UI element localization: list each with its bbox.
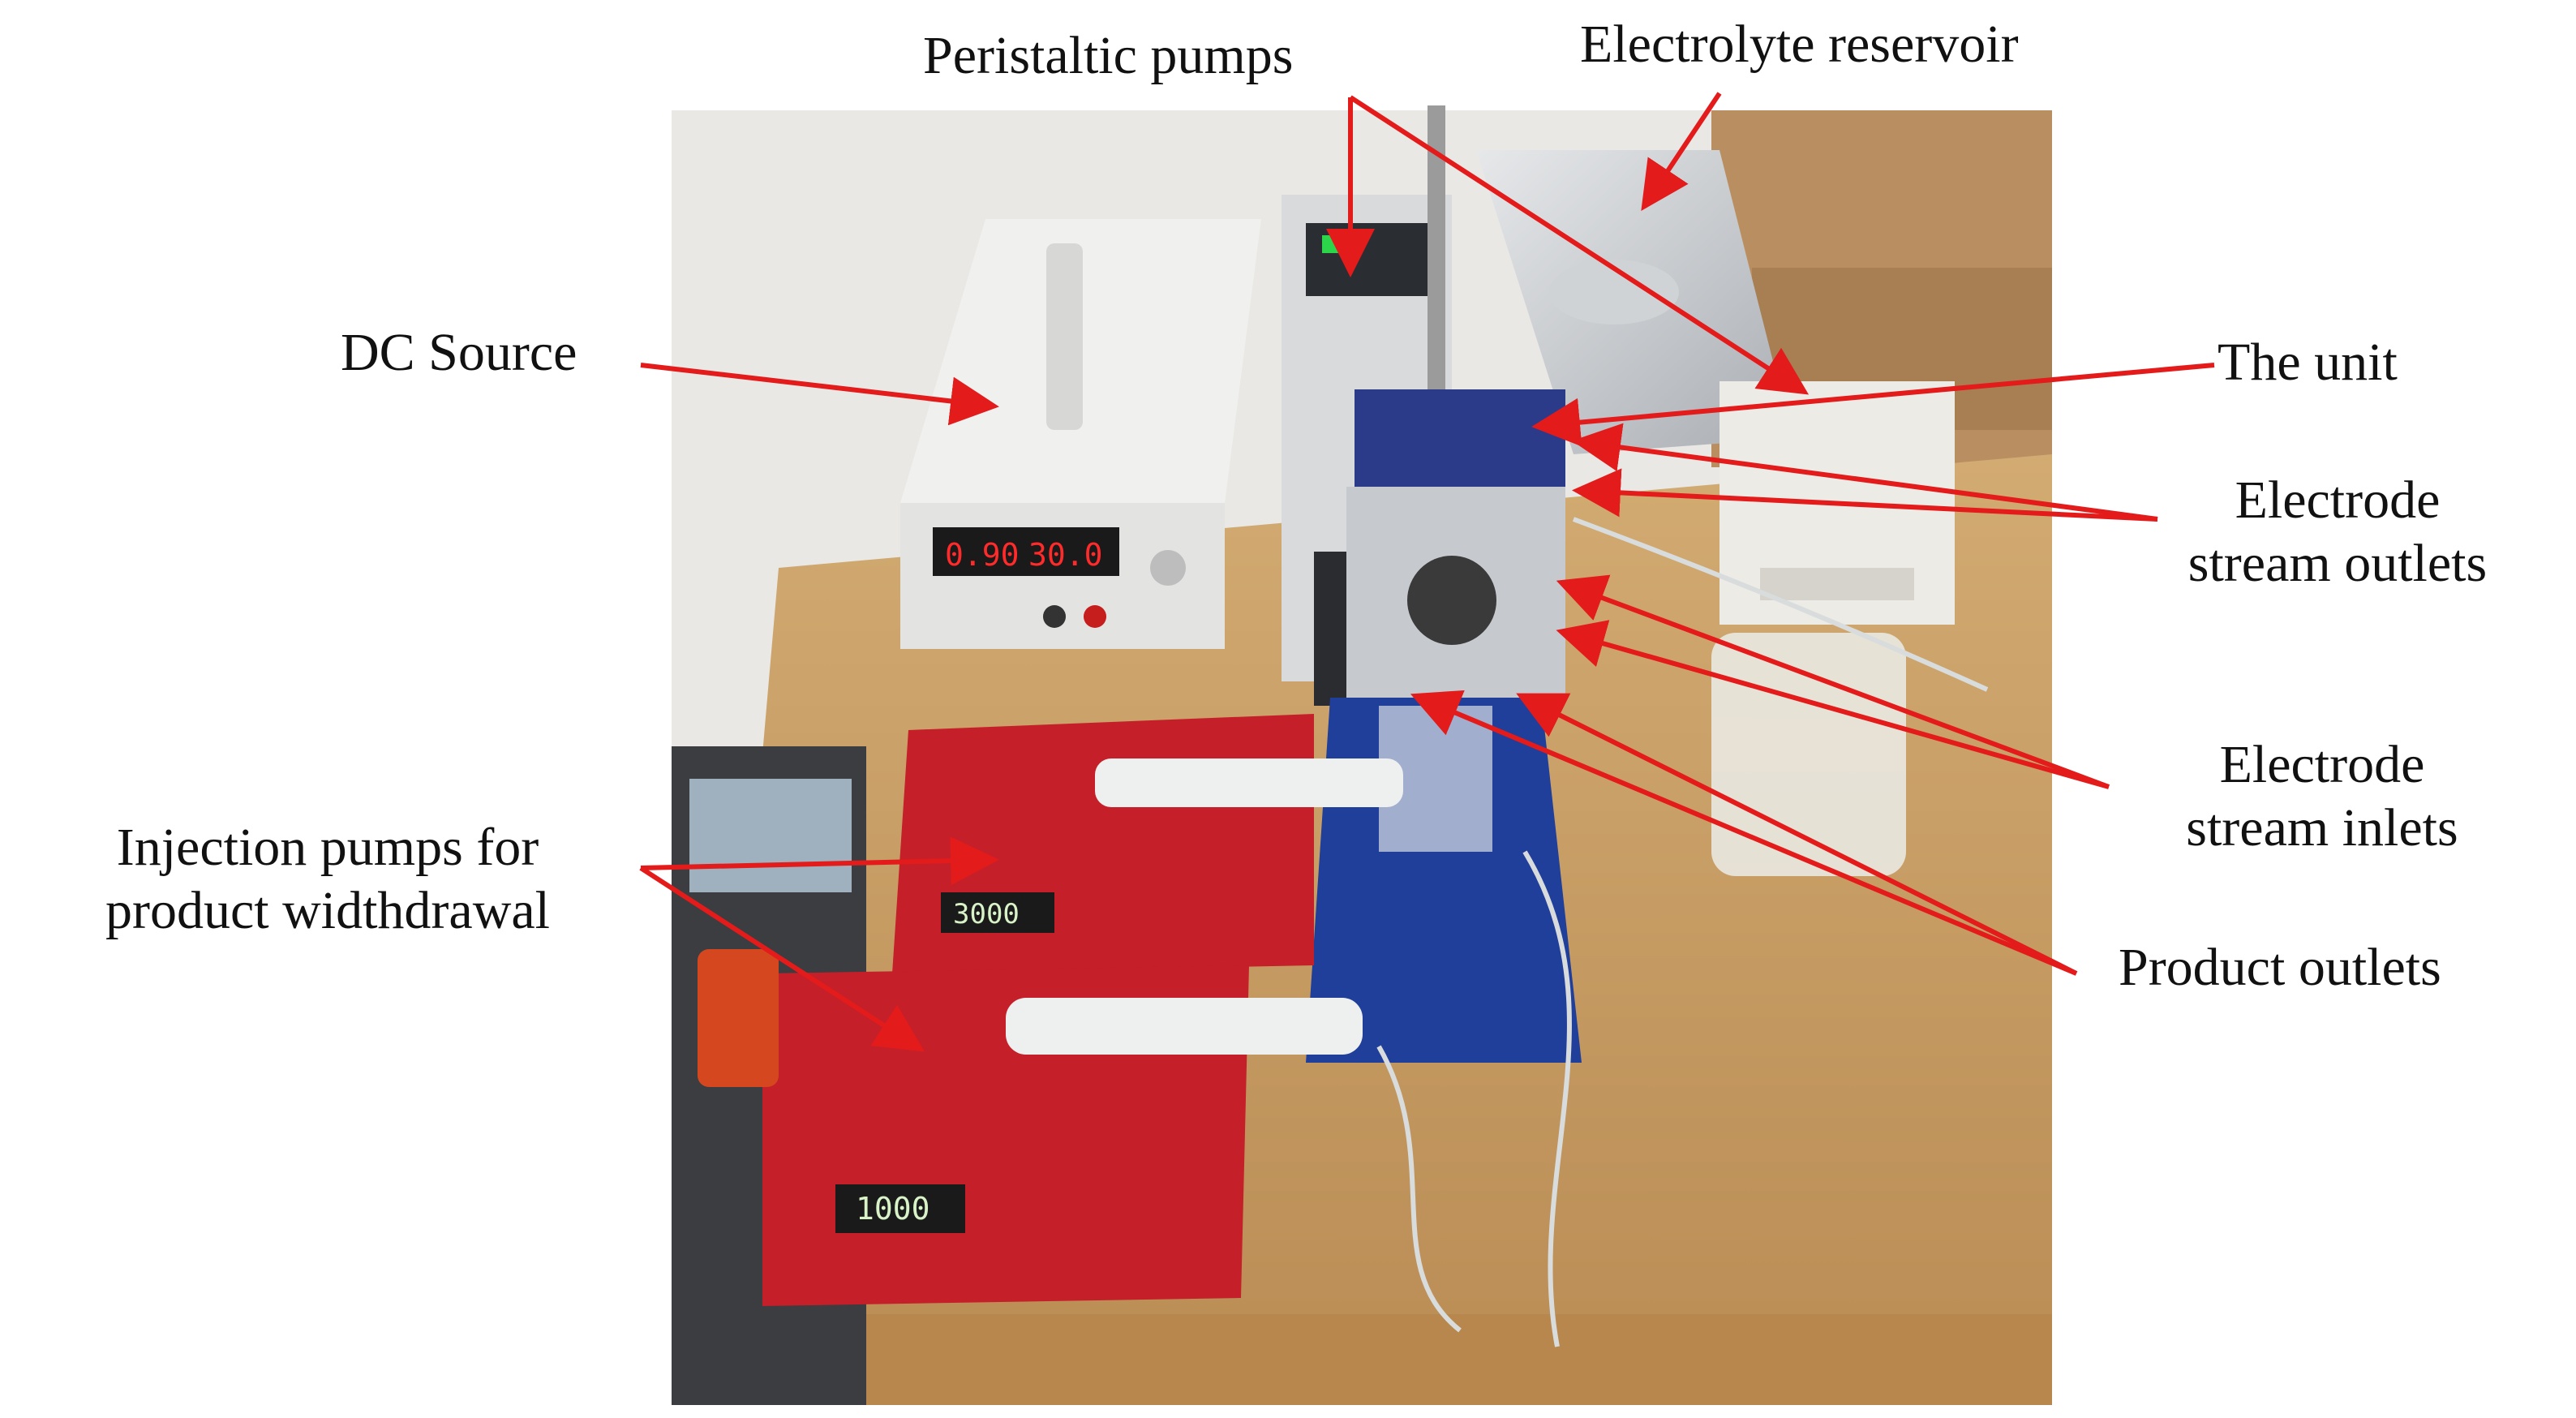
arrow-reservoir bbox=[1641, 92, 1722, 211]
label-peristaltic-pumps: Peristaltic pumps bbox=[923, 26, 1294, 85]
arrow-peristaltic-right bbox=[1349, 95, 1810, 395]
label-electrode-stream-outlets: Electrode stream outlets bbox=[2187, 471, 2488, 593]
arrow-inlet-1 bbox=[1556, 574, 2110, 789]
label-product-outlets: Product outlets bbox=[2119, 938, 2441, 997]
label-injection-pumps: Injection pumps for product widthdrawal bbox=[105, 818, 550, 940]
tubing bbox=[1376, 517, 1989, 1347]
arrow-outlet-1 bbox=[1572, 423, 2158, 522]
arrow-outlet-2 bbox=[1572, 468, 2158, 522]
arrow-product-2 bbox=[1516, 693, 2078, 976]
label-electrolyte-reservoir: Electrolyte reservoir bbox=[1580, 15, 2019, 74]
syringe-pump-upper bbox=[892, 714, 1403, 973]
electrolyte-reservoir bbox=[1476, 150, 1792, 454]
annotation-arrows bbox=[639, 92, 2215, 1052]
arrow-injection-upper bbox=[640, 836, 999, 886]
arrow-the-unit bbox=[1531, 363, 2215, 447]
power-supply-current-readout: 30.0 bbox=[1028, 537, 1103, 573]
power-supply-voltage-readout: 0.90 bbox=[945, 537, 1020, 573]
the-unit bbox=[1314, 389, 1565, 706]
arrow-inlet-2 bbox=[1556, 620, 2110, 789]
dc-power-supply bbox=[900, 219, 1261, 649]
arrow-injection-lower bbox=[639, 866, 925, 1052]
label-the-unit: The unit bbox=[2218, 333, 2398, 392]
arrow-product-1 bbox=[1410, 690, 2078, 976]
label-dc-source: DC Source bbox=[341, 323, 577, 382]
syringe-pump-lower-readout: 1000 bbox=[856, 1191, 930, 1227]
arrow-dc-source bbox=[640, 363, 999, 426]
label-electrode-stream-inlets: Electrode stream inlets bbox=[2186, 735, 2458, 857]
syringe-pump-upper-readout: 3000 bbox=[953, 898, 1020, 930]
